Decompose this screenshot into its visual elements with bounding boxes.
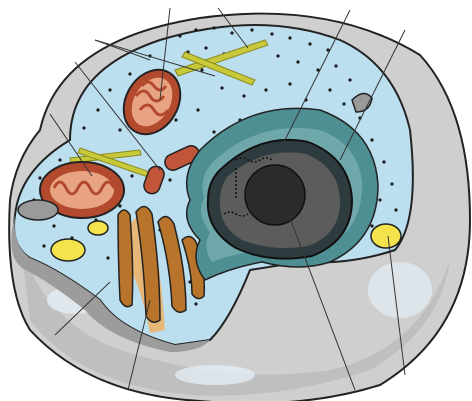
membrane-highlight [368,262,432,318]
membrane-highlight [175,365,255,385]
nucleolus [245,165,305,225]
vacuole [18,200,58,220]
